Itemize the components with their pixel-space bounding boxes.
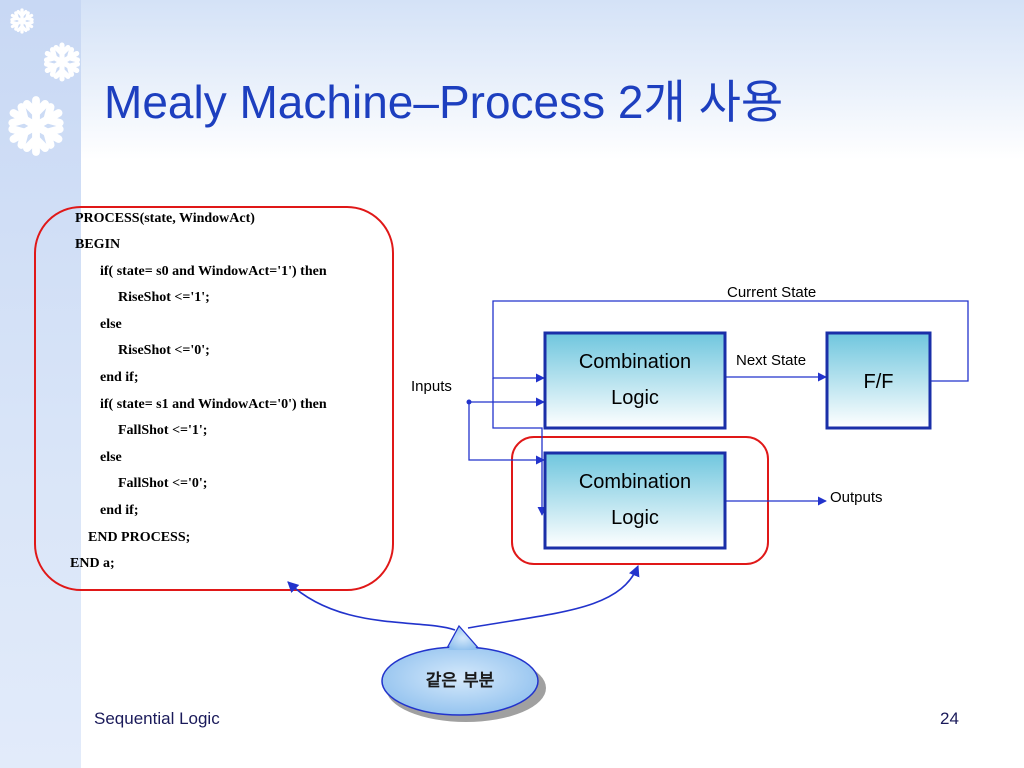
comb-logic-box-2	[543, 451, 727, 550]
code-line: if( state= s1 and WindowAct='0') then	[100, 397, 327, 412]
code-line: FallShot <='0';	[118, 476, 208, 491]
callout-label: 같은 부분	[425, 671, 495, 691]
current-state-branch	[492, 378, 547, 516]
code-line: PROCESS(state, WindowAct)	[75, 211, 255, 226]
code-line: end if;	[100, 503, 139, 518]
comb-logic-2-line2: Logic	[611, 507, 659, 529]
comb-logic-2-text: Combination Logic	[545, 464, 725, 536]
next-state-label: Next State	[736, 352, 807, 369]
code-line: RiseShot <='1';	[118, 290, 210, 305]
footer-left: Sequential Logic	[94, 709, 220, 728]
code-line: END a;	[70, 556, 115, 571]
code-highlight-frame	[34, 206, 394, 591]
code-line: if( state= s0 and WindowAct='1') then	[100, 264, 327, 279]
page-number: 24	[940, 709, 959, 728]
current-state-wire	[492, 300, 969, 383]
ff-text: F/F	[827, 364, 930, 400]
comb-logic-1-line1: Combination	[578, 351, 692, 373]
inputs-branch	[468, 402, 545, 465]
comb-logic-2-line1: Combination	[578, 471, 692, 493]
header-band	[81, 0, 1024, 160]
ff-box	[825, 331, 932, 430]
code-line: else	[100, 317, 122, 332]
code-line: BEGIN	[75, 237, 121, 252]
code-line: RiseShot <='0';	[118, 343, 210, 358]
code-line: END PROCESS;	[88, 530, 191, 545]
comb-logic-1-line2: Logic	[611, 387, 659, 409]
callout-arrow-right	[467, 564, 640, 629]
callout-arrow-left	[287, 581, 456, 631]
outputs-label: Outputs	[830, 489, 883, 506]
current-state-label: Current State	[727, 284, 817, 301]
inputs-label: Inputs	[411, 378, 452, 395]
ff-label: F/F	[863, 371, 894, 393]
comb-logic-1-text: Combination Logic	[545, 344, 725, 416]
code-line: FallShot <='1';	[118, 423, 208, 438]
comb-logic-box-1	[543, 331, 727, 430]
code-line: else	[100, 450, 122, 465]
code-line: end if;	[100, 370, 139, 385]
slide-title: Mealy Machine–Process 2개 사용	[104, 76, 784, 128]
